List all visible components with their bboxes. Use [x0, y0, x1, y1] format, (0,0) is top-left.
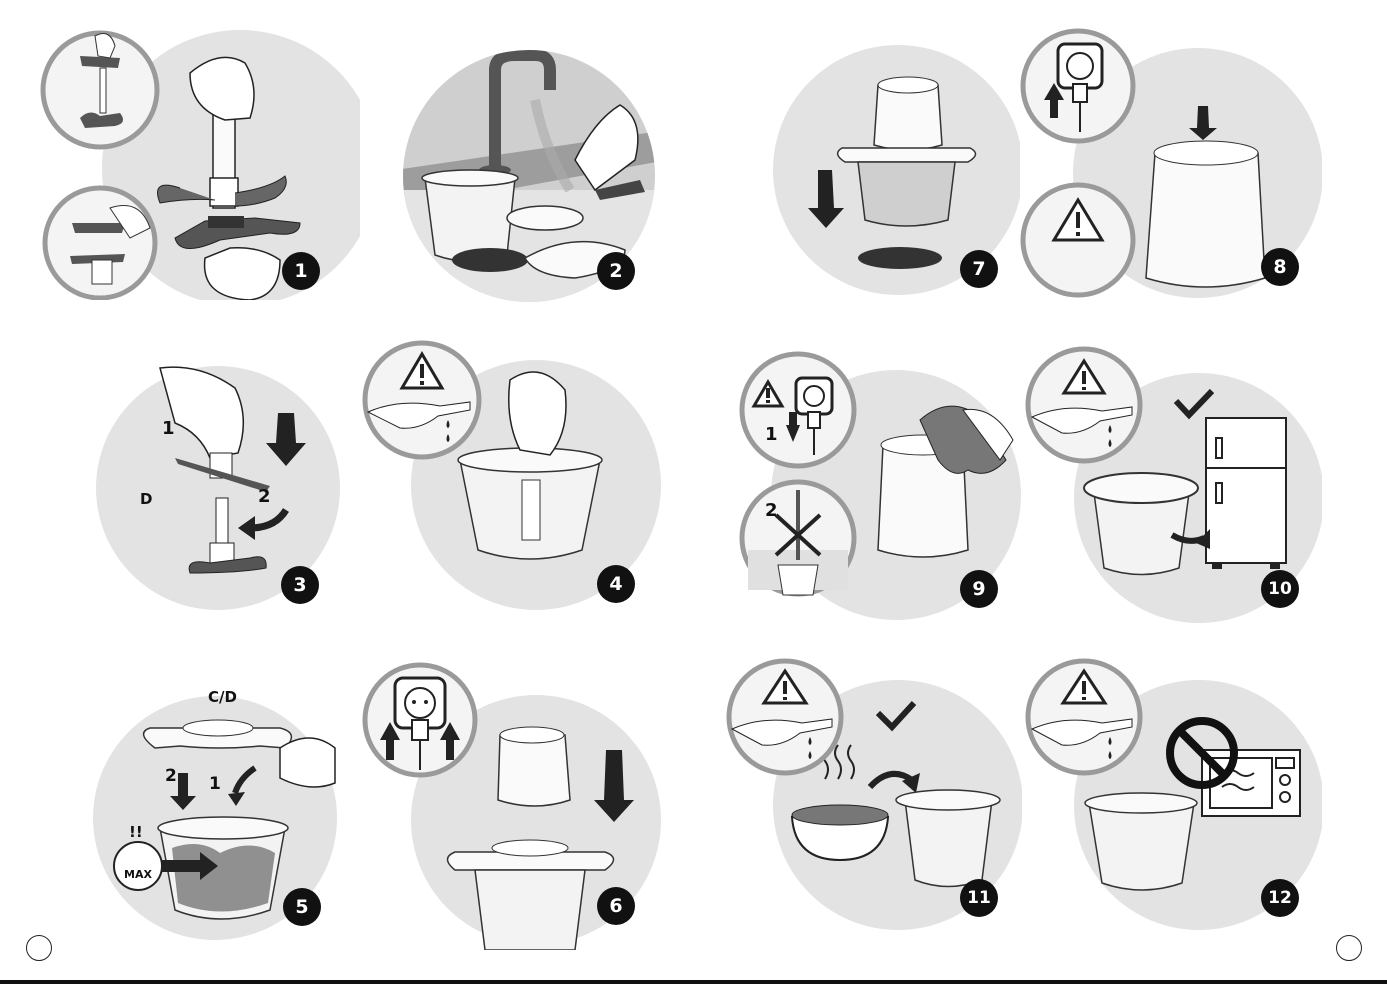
step-6-panel: 6 — [360, 660, 665, 950]
step-5-label-lid: C/D — [208, 688, 237, 706]
step-4-number-badge: 4 — [597, 565, 635, 603]
bottom-rule — [0, 980, 1387, 984]
step-12-number-badge: 12 — [1261, 879, 1299, 917]
step-3-number-badge: 3 — [281, 566, 319, 604]
step-5-label-second: 2 — [165, 766, 177, 786]
page-marker-right — [1336, 935, 1362, 961]
step-9-label-unplug: 1 — [765, 424, 778, 445]
step-9-panel: 1 2 9 — [738, 350, 1023, 625]
step-11-number-badge: 11 — [960, 879, 998, 917]
step-3-label-turn: 2 — [258, 486, 271, 507]
step-5-panel: C/D 2 1 !! MAX 5 — [90, 688, 355, 950]
step-9-label-no-water: 2 — [765, 500, 778, 521]
step-4-panel: 4 — [360, 340, 665, 615]
step-3-illustration — [90, 358, 360, 620]
step-7-number-badge: 7 — [960, 250, 998, 288]
step-8-number-badge: 8 — [1261, 248, 1299, 286]
step-5-label-first: 1 — [209, 774, 221, 794]
step-12-panel: 12 — [1024, 655, 1322, 943]
step-3-label-push: 1 — [162, 418, 175, 439]
step-3-panel: 1 2 D 3 — [90, 358, 360, 620]
step-10-number-badge: 10 — [1261, 570, 1299, 608]
step-3-label-side: D — [140, 490, 152, 508]
step-2-panel: 2 — [395, 40, 667, 312]
step-11-panel: 11 — [720, 655, 1022, 943]
step-5-number-badge: 5 — [283, 888, 321, 926]
step-5-label-max: MAX — [124, 868, 152, 881]
page-marker-left — [26, 935, 52, 961]
step-7-panel: 7 — [770, 30, 1020, 300]
step-8-panel: 8 — [1020, 28, 1322, 300]
step-6-number-badge: 6 — [597, 887, 635, 925]
step-2-number-badge: 2 — [597, 252, 635, 290]
step-1-panel: 1 — [40, 28, 360, 300]
step-1-number-badge: 1 — [282, 252, 320, 290]
step-5-label-caution: !! — [129, 823, 143, 841]
step-9-number-badge: 9 — [960, 570, 998, 608]
step-10-panel: 10 — [1024, 343, 1322, 623]
